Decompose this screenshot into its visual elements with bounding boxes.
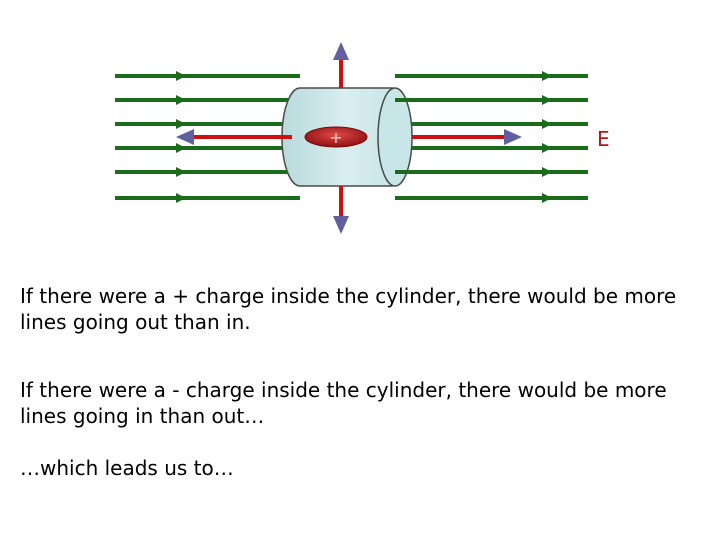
field-lines-left bbox=[115, 74, 300, 200]
field-lines-right bbox=[395, 74, 588, 200]
field-line-arrowheads bbox=[176, 71, 552, 203]
flux-arrows bbox=[176, 42, 522, 234]
charge-symbol: + bbox=[329, 128, 342, 147]
point-charge: + bbox=[304, 126, 368, 148]
gauss-cylinder-diagram: + E bbox=[115, 42, 610, 234]
field-label-e: E bbox=[597, 127, 610, 151]
paragraph-lead-in: …which leads us to… bbox=[20, 456, 234, 480]
paragraph-negative-charge: If there were a - charge inside the cyli… bbox=[20, 378, 667, 428]
paragraph-positive-charge: If there were a + charge inside the cyli… bbox=[20, 284, 677, 334]
